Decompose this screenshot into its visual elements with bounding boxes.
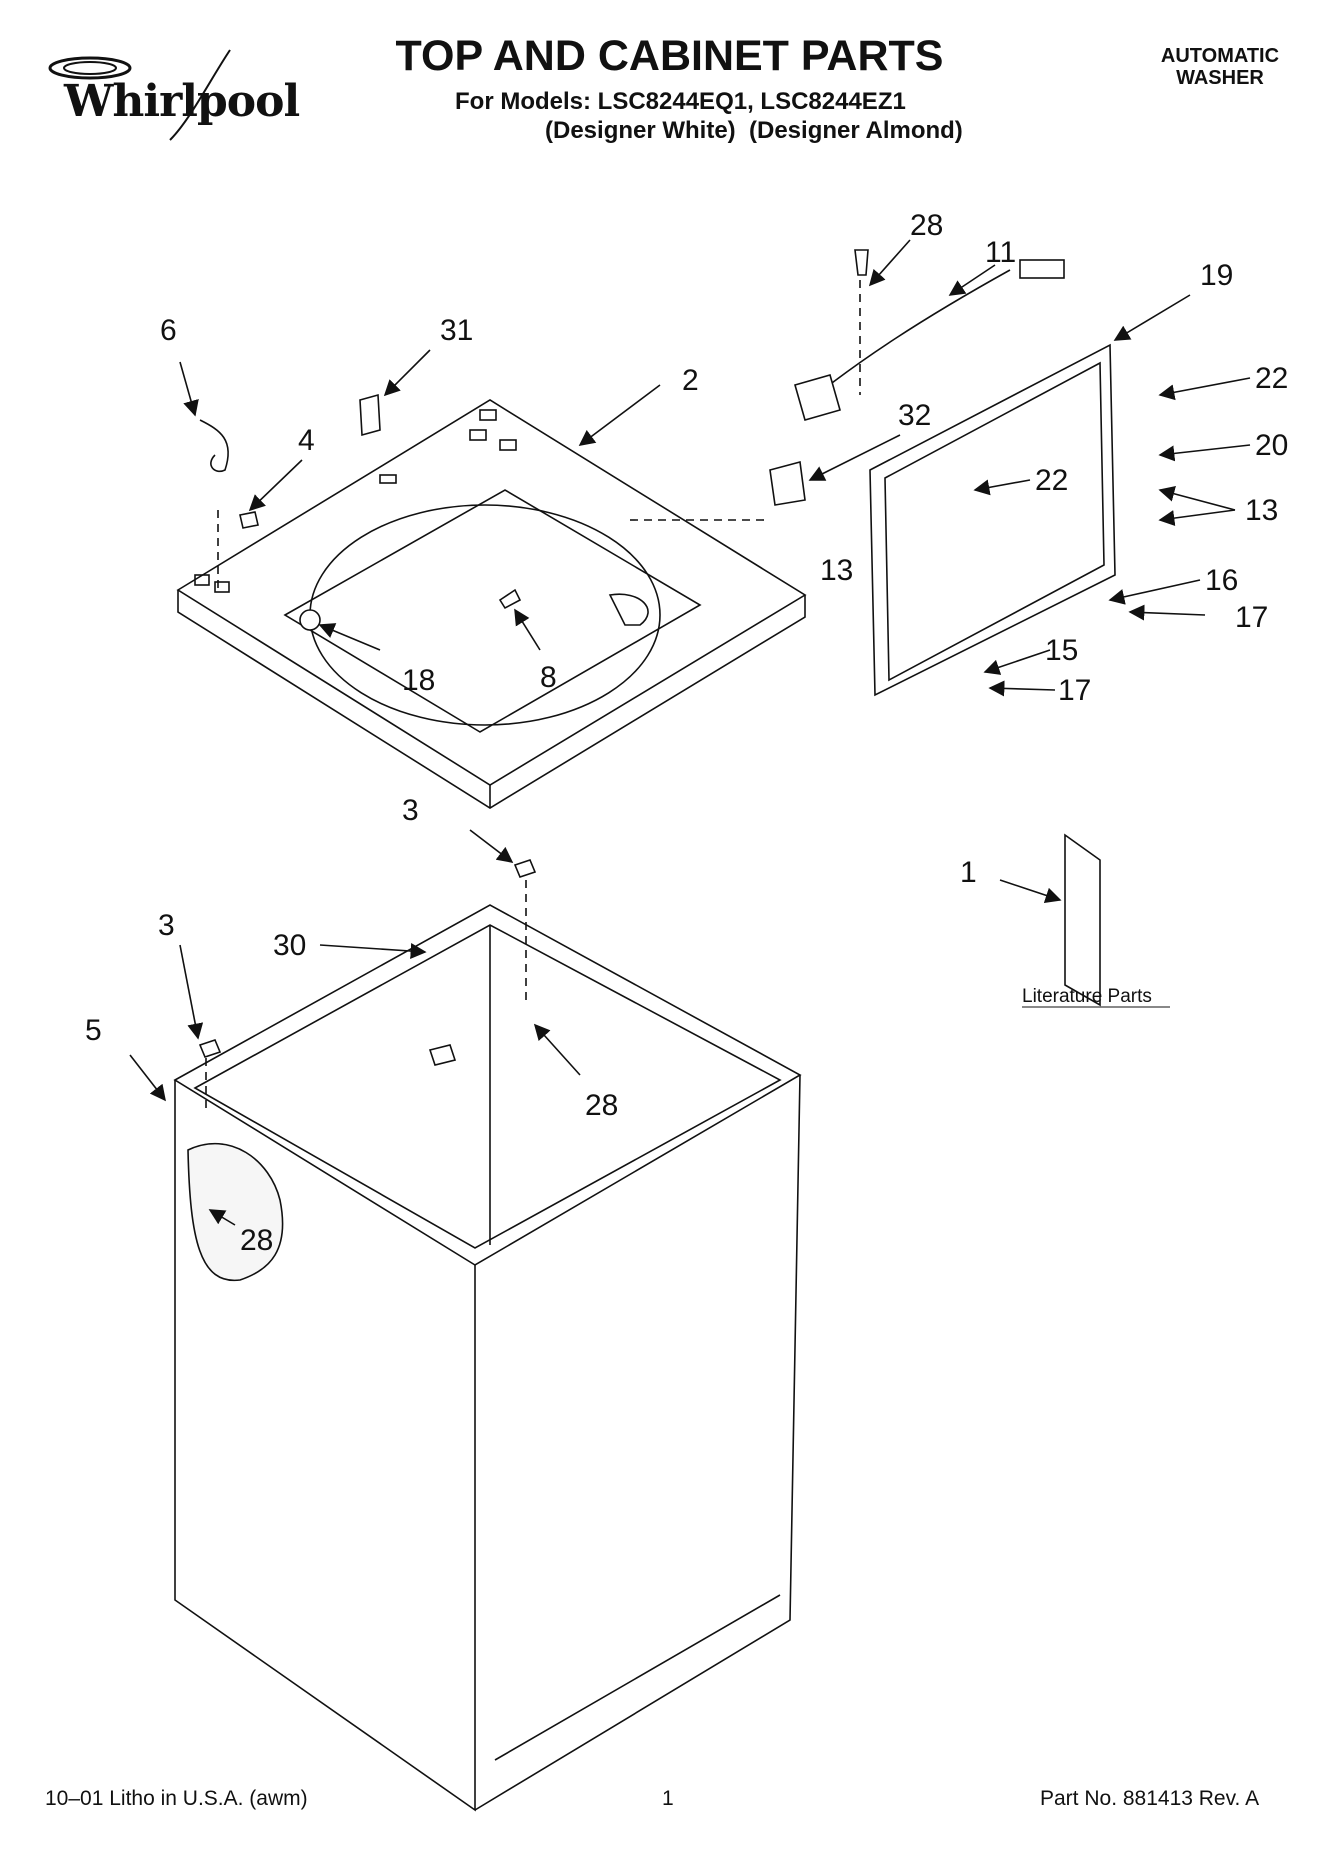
callout-18: 18	[402, 664, 435, 697]
whirlpool-logo: Whirlpool	[40, 40, 300, 150]
callout-32: 32	[898, 399, 931, 432]
callout-15: 15	[1045, 634, 1078, 667]
wire-harness	[809, 269, 1011, 401]
callout-20: 20	[1255, 429, 1288, 462]
part-18	[299, 609, 321, 631]
callout-3-upper: 3	[402, 794, 419, 827]
rear-panel-frame	[869, 343, 1116, 697]
callout-4: 4	[298, 424, 315, 457]
brand-wordmark: Whirlpool	[64, 76, 300, 127]
callout-5: 5	[85, 1014, 102, 1047]
footer-page-number: 1	[662, 1787, 674, 1810]
cabinet	[173, 904, 802, 1812]
callout-2: 2	[682, 364, 699, 397]
callout-22-right: 22	[1255, 362, 1288, 395]
product-line-1: AUTOMATIC	[1160, 45, 1280, 67]
callout-16: 16	[1205, 564, 1238, 597]
callout-13-right: 13	[1245, 494, 1278, 527]
literature-booklet	[1064, 833, 1101, 1007]
callout-6: 6	[160, 314, 177, 347]
screw-8	[498, 588, 522, 610]
callout-31: 31	[440, 314, 473, 347]
part-31	[359, 393, 381, 437]
footer-part-number: Part No. 881413 Rev. A	[1040, 1787, 1260, 1810]
product-line-2: WASHER	[1176, 67, 1264, 89]
colors-line: (Designer White) (Designer Almond)	[545, 117, 963, 144]
product-type: AUTOMATIC WASHER	[1140, 45, 1300, 89]
callout-1: 1	[960, 856, 977, 889]
callout-19: 19	[1200, 259, 1233, 292]
callout-17-right: 17	[1235, 601, 1268, 634]
callout-22-inner: 22	[1035, 464, 1068, 497]
callout-8: 8	[540, 661, 557, 694]
callout-3-lower: 3	[158, 909, 175, 942]
callout-17-lower: 17	[1058, 674, 1091, 707]
callout-28-cabinet: 28	[240, 1224, 273, 1257]
part-6	[199, 419, 229, 473]
part-32	[769, 460, 806, 506]
literature-parts-label: Literature Parts	[1022, 986, 1152, 1007]
page-title: TOP AND CABINET PARTS	[395, 32, 944, 80]
callout-13-left: 13	[820, 554, 853, 587]
whirlpool-logo-icon	[48, 49, 231, 141]
callout-30: 30	[273, 929, 306, 962]
callout-11: 11	[985, 236, 1016, 269]
callout-28-top: 28	[910, 209, 943, 242]
top-panel	[176, 399, 807, 809]
footer-print-info: 10–01 Litho in U.S.A. (awm)	[45, 1787, 308, 1810]
models-line: For Models: LSC8244EQ1, LSC8244EZ1	[455, 88, 906, 115]
callout-28-middle: 28	[585, 1089, 618, 1122]
